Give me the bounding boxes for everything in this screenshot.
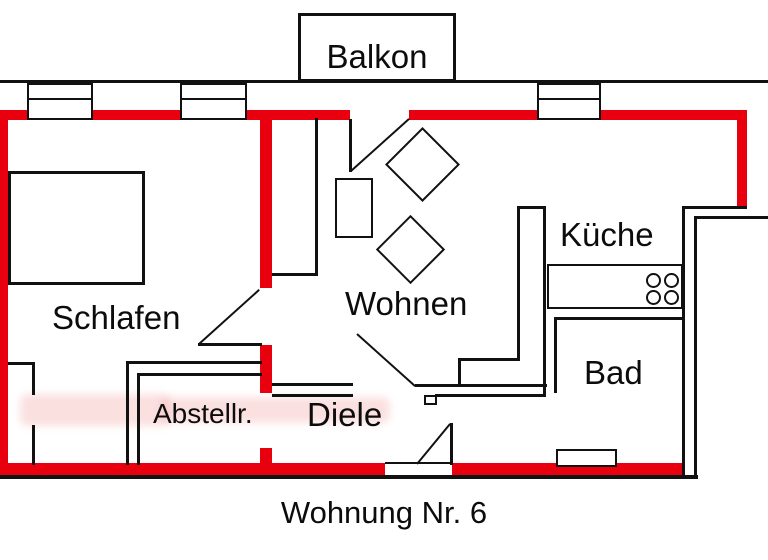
diele-wall-left-lower <box>272 394 353 397</box>
room-label-wohnen: Wohnen <box>345 285 468 322</box>
room-label-diele: Diele <box>307 396 383 433</box>
room-label-abstellraum: Abstellr. <box>153 398 253 429</box>
balcony-door-leaf <box>349 119 352 172</box>
abstellraum-wall-top-inner <box>137 373 262 376</box>
wohnen-diamond-table-lower <box>375 214 446 285</box>
window-schlafen-left <box>27 83 93 120</box>
right-wall-outer-top-line <box>694 216 768 219</box>
abstellraum-wall-top-outer <box>126 361 262 364</box>
balcony-outline <box>298 13 456 82</box>
window-divider <box>180 98 247 100</box>
wall-divider-lower <box>260 448 272 468</box>
room-label-balkon: Balkon <box>326 38 428 75</box>
abstellraum-wall-left-inner <box>137 374 140 465</box>
room-label-kueche: Küche <box>560 216 654 253</box>
wall-bottom-right-segment <box>452 463 683 475</box>
bad-wall-left <box>554 317 557 393</box>
watermark <box>20 394 170 426</box>
bad-wall-top <box>554 317 684 320</box>
entry-door-swing <box>416 423 451 465</box>
plan-caption: Wohnung Nr. 6 <box>280 495 488 530</box>
stove-burner-icon <box>664 290 679 305</box>
niche-wall-lower <box>32 425 35 465</box>
kueche-wall-inner <box>543 208 546 394</box>
room-label-bad: Bad <box>584 354 643 391</box>
diele-wall-left-upper <box>272 383 353 386</box>
wall-top-left-segment <box>0 110 350 120</box>
wall-bottom-left-segment <box>0 463 385 475</box>
bad-window-box <box>556 449 617 467</box>
kueche-wall-outer <box>517 208 520 360</box>
window-divider <box>537 98 601 100</box>
wall-divider-middle <box>260 345 272 393</box>
wohnen-sideboard-rect <box>335 178 373 238</box>
wall-right-upper <box>737 110 747 208</box>
stove-burner-icon <box>646 273 661 288</box>
kueche-wall-top-cap <box>517 206 546 209</box>
stove-burner-icon <box>646 290 661 305</box>
niche-wall-upper <box>32 362 35 395</box>
kueche-jog-horizontal <box>458 358 520 361</box>
abstellraum-wall-left-outer <box>126 361 129 465</box>
shaft-wall-right <box>315 118 318 276</box>
window-divider <box>27 98 93 100</box>
window-kueche <box>537 83 601 120</box>
kueche-counter <box>547 264 683 309</box>
schlafen-bed-rect <box>8 171 145 285</box>
outer-line-right <box>694 218 697 478</box>
wall-left <box>0 110 8 475</box>
schlafen-door-swing <box>198 289 260 345</box>
right-wall-top-line <box>682 206 747 209</box>
diele-wall-right-lower <box>435 394 546 397</box>
niche-top-wall <box>8 362 35 365</box>
entry-door-leaf <box>450 423 453 465</box>
outer-line-bottom <box>0 475 698 479</box>
wohnen-diele-door-swing <box>356 333 416 387</box>
shaft-wall-bottom <box>272 273 318 276</box>
wall-divider-upper <box>260 118 272 288</box>
door-stop-tab <box>424 395 437 405</box>
watermark <box>160 397 390 423</box>
window-schlafen-right <box>180 83 247 120</box>
schlafen-door-leaf <box>198 343 262 346</box>
stove-burner-icon <box>664 273 679 288</box>
wohnen-diamond-table-upper <box>385 127 460 202</box>
room-label-schlafen: Schlafen <box>52 299 181 336</box>
diele-wall-right-upper <box>415 384 547 387</box>
kueche-jog-vertical <box>458 358 461 387</box>
bad-right-wall <box>682 208 685 478</box>
